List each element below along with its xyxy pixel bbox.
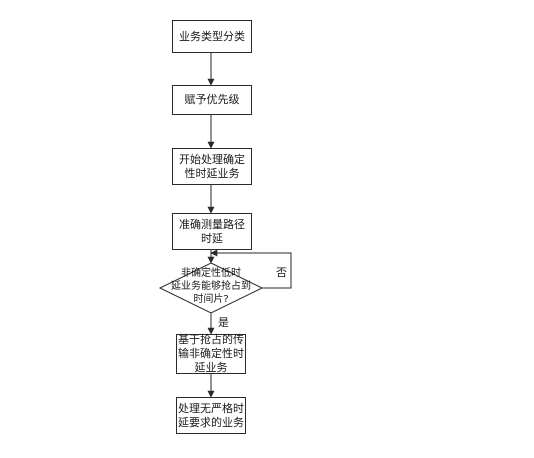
node-preempt-transmit: 基于抢占的传 输非确定性时 延业务 xyxy=(176,333,246,374)
arrow-decision-no-loop xyxy=(210,249,292,289)
node-preempt-transmit-label: 基于抢占的传 输非确定性时 延业务 xyxy=(178,333,244,374)
node-start-deterministic: 开始处理确定 性时延业务 xyxy=(172,148,252,185)
node-classify-label: 业务类型分类 xyxy=(179,29,245,43)
node-priority-label: 赋予优先级 xyxy=(184,93,240,106)
node-decision-label: 非确定性低时 延业务能够抢占到 时间片? xyxy=(171,268,251,305)
node-start-deterministic-label: 开始处理确定 性时延业务 xyxy=(179,152,245,180)
node-classify: 业务类型分类 xyxy=(172,20,252,53)
node-process-nonstrict: 处理无严格时 延要求的业务 xyxy=(176,397,246,434)
node-process-nonstrict-label: 处理无严格时 延要求的业务 xyxy=(178,401,244,429)
node-priority: 赋予优先级 xyxy=(172,85,252,115)
node-measure-delay: 准确测量路径 时延 xyxy=(172,213,252,250)
edge-label-no: 否 xyxy=(276,266,287,279)
edge-label-yes: 是 xyxy=(218,316,229,329)
node-measure-delay-label: 准确测量路径 时延 xyxy=(179,217,245,245)
